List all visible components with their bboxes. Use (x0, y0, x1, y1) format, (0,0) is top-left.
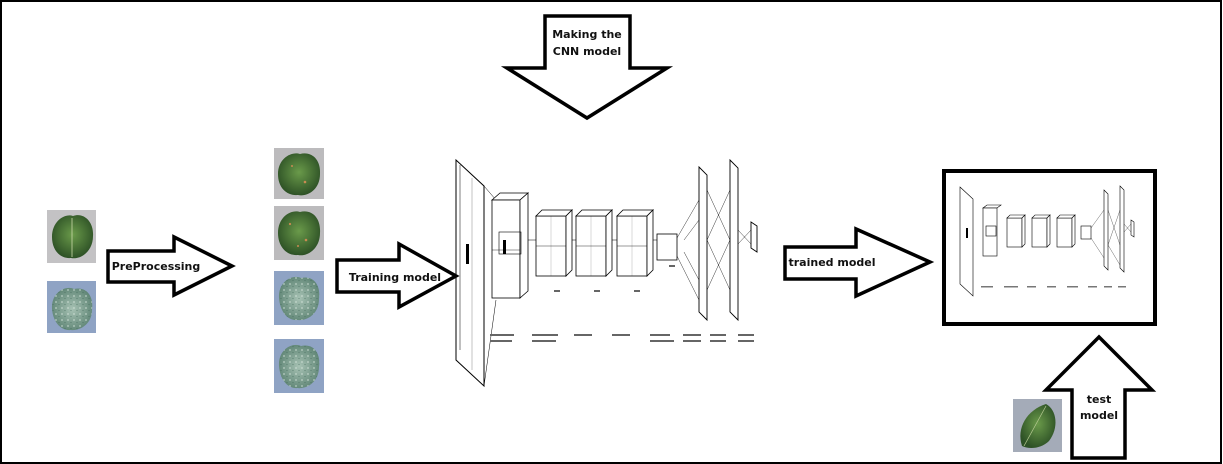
preprocessed-photo-4 (274, 339, 324, 393)
test-model-arrow: test model (1041, 334, 1157, 460)
input-leaf-photo-diseased (47, 281, 96, 333)
training-model-label: Training model (349, 271, 441, 284)
trained-model-label: trained model (789, 256, 876, 269)
leaf-photo (278, 211, 321, 256)
test-leaf-photo (1013, 399, 1062, 452)
input-leaf-photo-healthy (47, 210, 96, 263)
preprocessed-photo-3 (274, 271, 324, 325)
making-cnn-label-line1: Making the (552, 28, 622, 41)
preprocessing-label: PreProcessing (112, 260, 201, 273)
arrow-right-icon (106, 234, 236, 298)
trained-model-box (942, 169, 1157, 326)
leaf-photo (52, 215, 94, 259)
preprocessing-arrow: PreProcessing (106, 234, 236, 298)
arrow-up-icon (1041, 334, 1157, 460)
making-cnn-model-arrow: Making the CNN model (500, 14, 674, 121)
arrow-down-icon (500, 14, 674, 121)
arrow-right-icon (783, 226, 935, 299)
test-label-line1: test (1087, 393, 1112, 406)
trained-model-arrow: trained model (783, 226, 935, 299)
arrow-right-icon (335, 241, 460, 310)
preprocessed-photo-1 (274, 148, 324, 199)
cnn-architecture (455, 158, 758, 388)
test-label-line2: model (1080, 409, 1118, 422)
training-model-arrow: Training model (335, 241, 460, 310)
preprocessed-photo-2 (274, 206, 324, 260)
making-cnn-label-line2: CNN model (553, 45, 621, 58)
trained-cnn-thumbnail (959, 185, 1135, 297)
leaf-photo (278, 153, 321, 196)
